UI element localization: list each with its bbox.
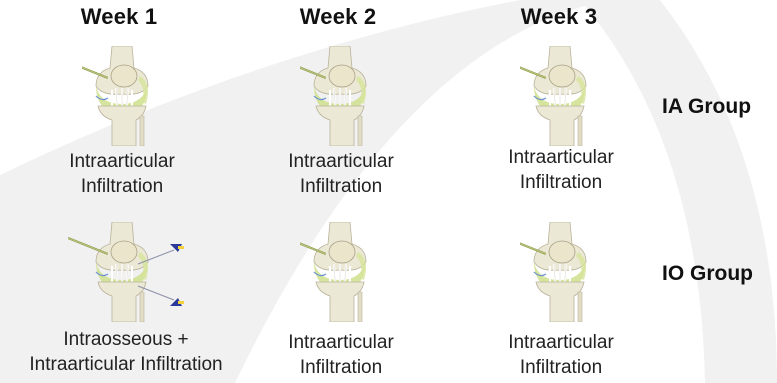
- caption-line: Intraarticular: [216, 149, 466, 174]
- io-week3-caption: Intraarticular Infiltration: [436, 330, 686, 380]
- knee-joint-icon: [82, 222, 162, 322]
- caption-line: Intraarticular: [436, 145, 686, 170]
- ia-week3-caption: Intraarticular Infiltration: [436, 145, 686, 195]
- week-2-header: Week 2: [258, 4, 418, 30]
- syringe-icon: [520, 238, 546, 254]
- week-1-header: Week 1: [39, 4, 199, 30]
- knee-joint-icon: [300, 222, 380, 322]
- caption-line: Infiltration: [216, 174, 466, 199]
- io-group-label: IO Group: [662, 262, 772, 286]
- caption-line: Infiltration: [436, 170, 686, 195]
- caption-line: Infiltration: [216, 355, 466, 380]
- caption-line: Intraarticular: [0, 149, 247, 174]
- io-week2-caption: Intraarticular Infiltration: [216, 330, 466, 380]
- caption-line: Intraarticular: [436, 330, 686, 355]
- ia-group-label: IA Group: [662, 95, 772, 119]
- week-3-header: Week 3: [479, 4, 639, 30]
- syringe-icon: [520, 62, 546, 78]
- ia-week1-caption: Intraarticular Infiltration: [0, 149, 247, 199]
- knee-joint-icon: [82, 46, 162, 146]
- caption-line: Intraarticular: [216, 330, 466, 355]
- ia-week2-caption: Intraarticular Infiltration: [216, 149, 466, 199]
- syringe-icon: [300, 62, 326, 78]
- syringe-icon: [82, 62, 108, 78]
- caption-line: Infiltration: [0, 174, 247, 199]
- knee-joint-icon: [520, 222, 600, 322]
- caption-line: Infiltration: [436, 355, 686, 380]
- knee-joint-icon: [520, 46, 600, 146]
- syringe-icon: [300, 238, 326, 254]
- knee-joint-icon: [300, 46, 380, 146]
